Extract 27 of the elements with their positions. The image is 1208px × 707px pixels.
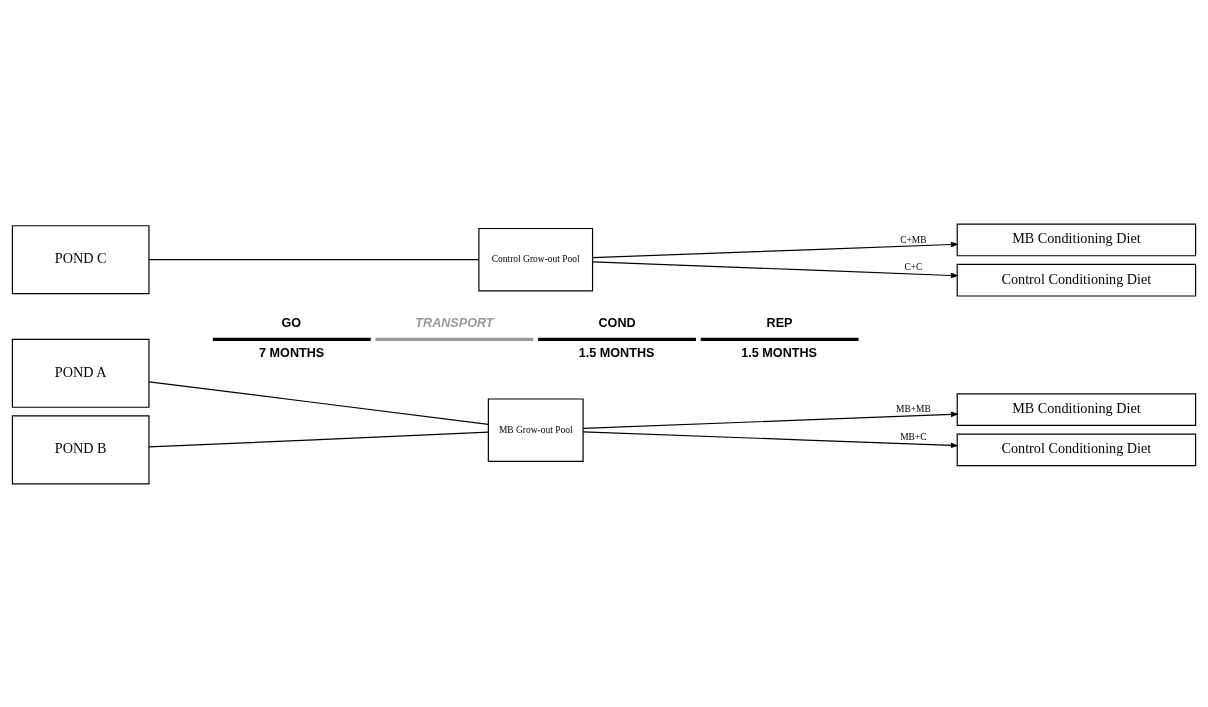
node-box: POND C	[11, 224, 150, 294]
node-box: MB Conditioning Diet	[956, 392, 1197, 426]
arrow	[592, 241, 959, 258]
node-box: Control Conditioning Diet	[956, 263, 1197, 297]
label: COND	[598, 315, 636, 330]
node-box: POND A	[11, 338, 150, 408]
label: 1.5 MONTHS	[578, 345, 655, 360]
connector	[148, 380, 489, 425]
arrow	[582, 430, 959, 448]
label: 1.5 MONTHS	[741, 345, 818, 360]
node-box: MB Conditioning Diet	[956, 223, 1197, 256]
edge-label: MB+MB	[896, 403, 931, 414]
node-box: MB Grow-out Pool	[487, 397, 584, 462]
node-box: Control Grow-out Pool	[478, 227, 594, 291]
edge-label: C+MB	[900, 234, 927, 245]
label: REP	[766, 315, 793, 330]
edge-label: C+C	[904, 261, 923, 272]
edge-label: MB+C	[900, 431, 927, 442]
label: 7 MONTHS	[259, 345, 325, 360]
arrow	[592, 260, 959, 278]
node-box: POND B	[11, 414, 150, 484]
connector	[148, 258, 480, 260]
connector	[148, 431, 489, 448]
label: GO	[281, 315, 302, 330]
label: TRANSPORT	[415, 315, 494, 330]
arrow	[582, 411, 959, 429]
node-box: Control Conditioning Diet	[956, 433, 1197, 466]
